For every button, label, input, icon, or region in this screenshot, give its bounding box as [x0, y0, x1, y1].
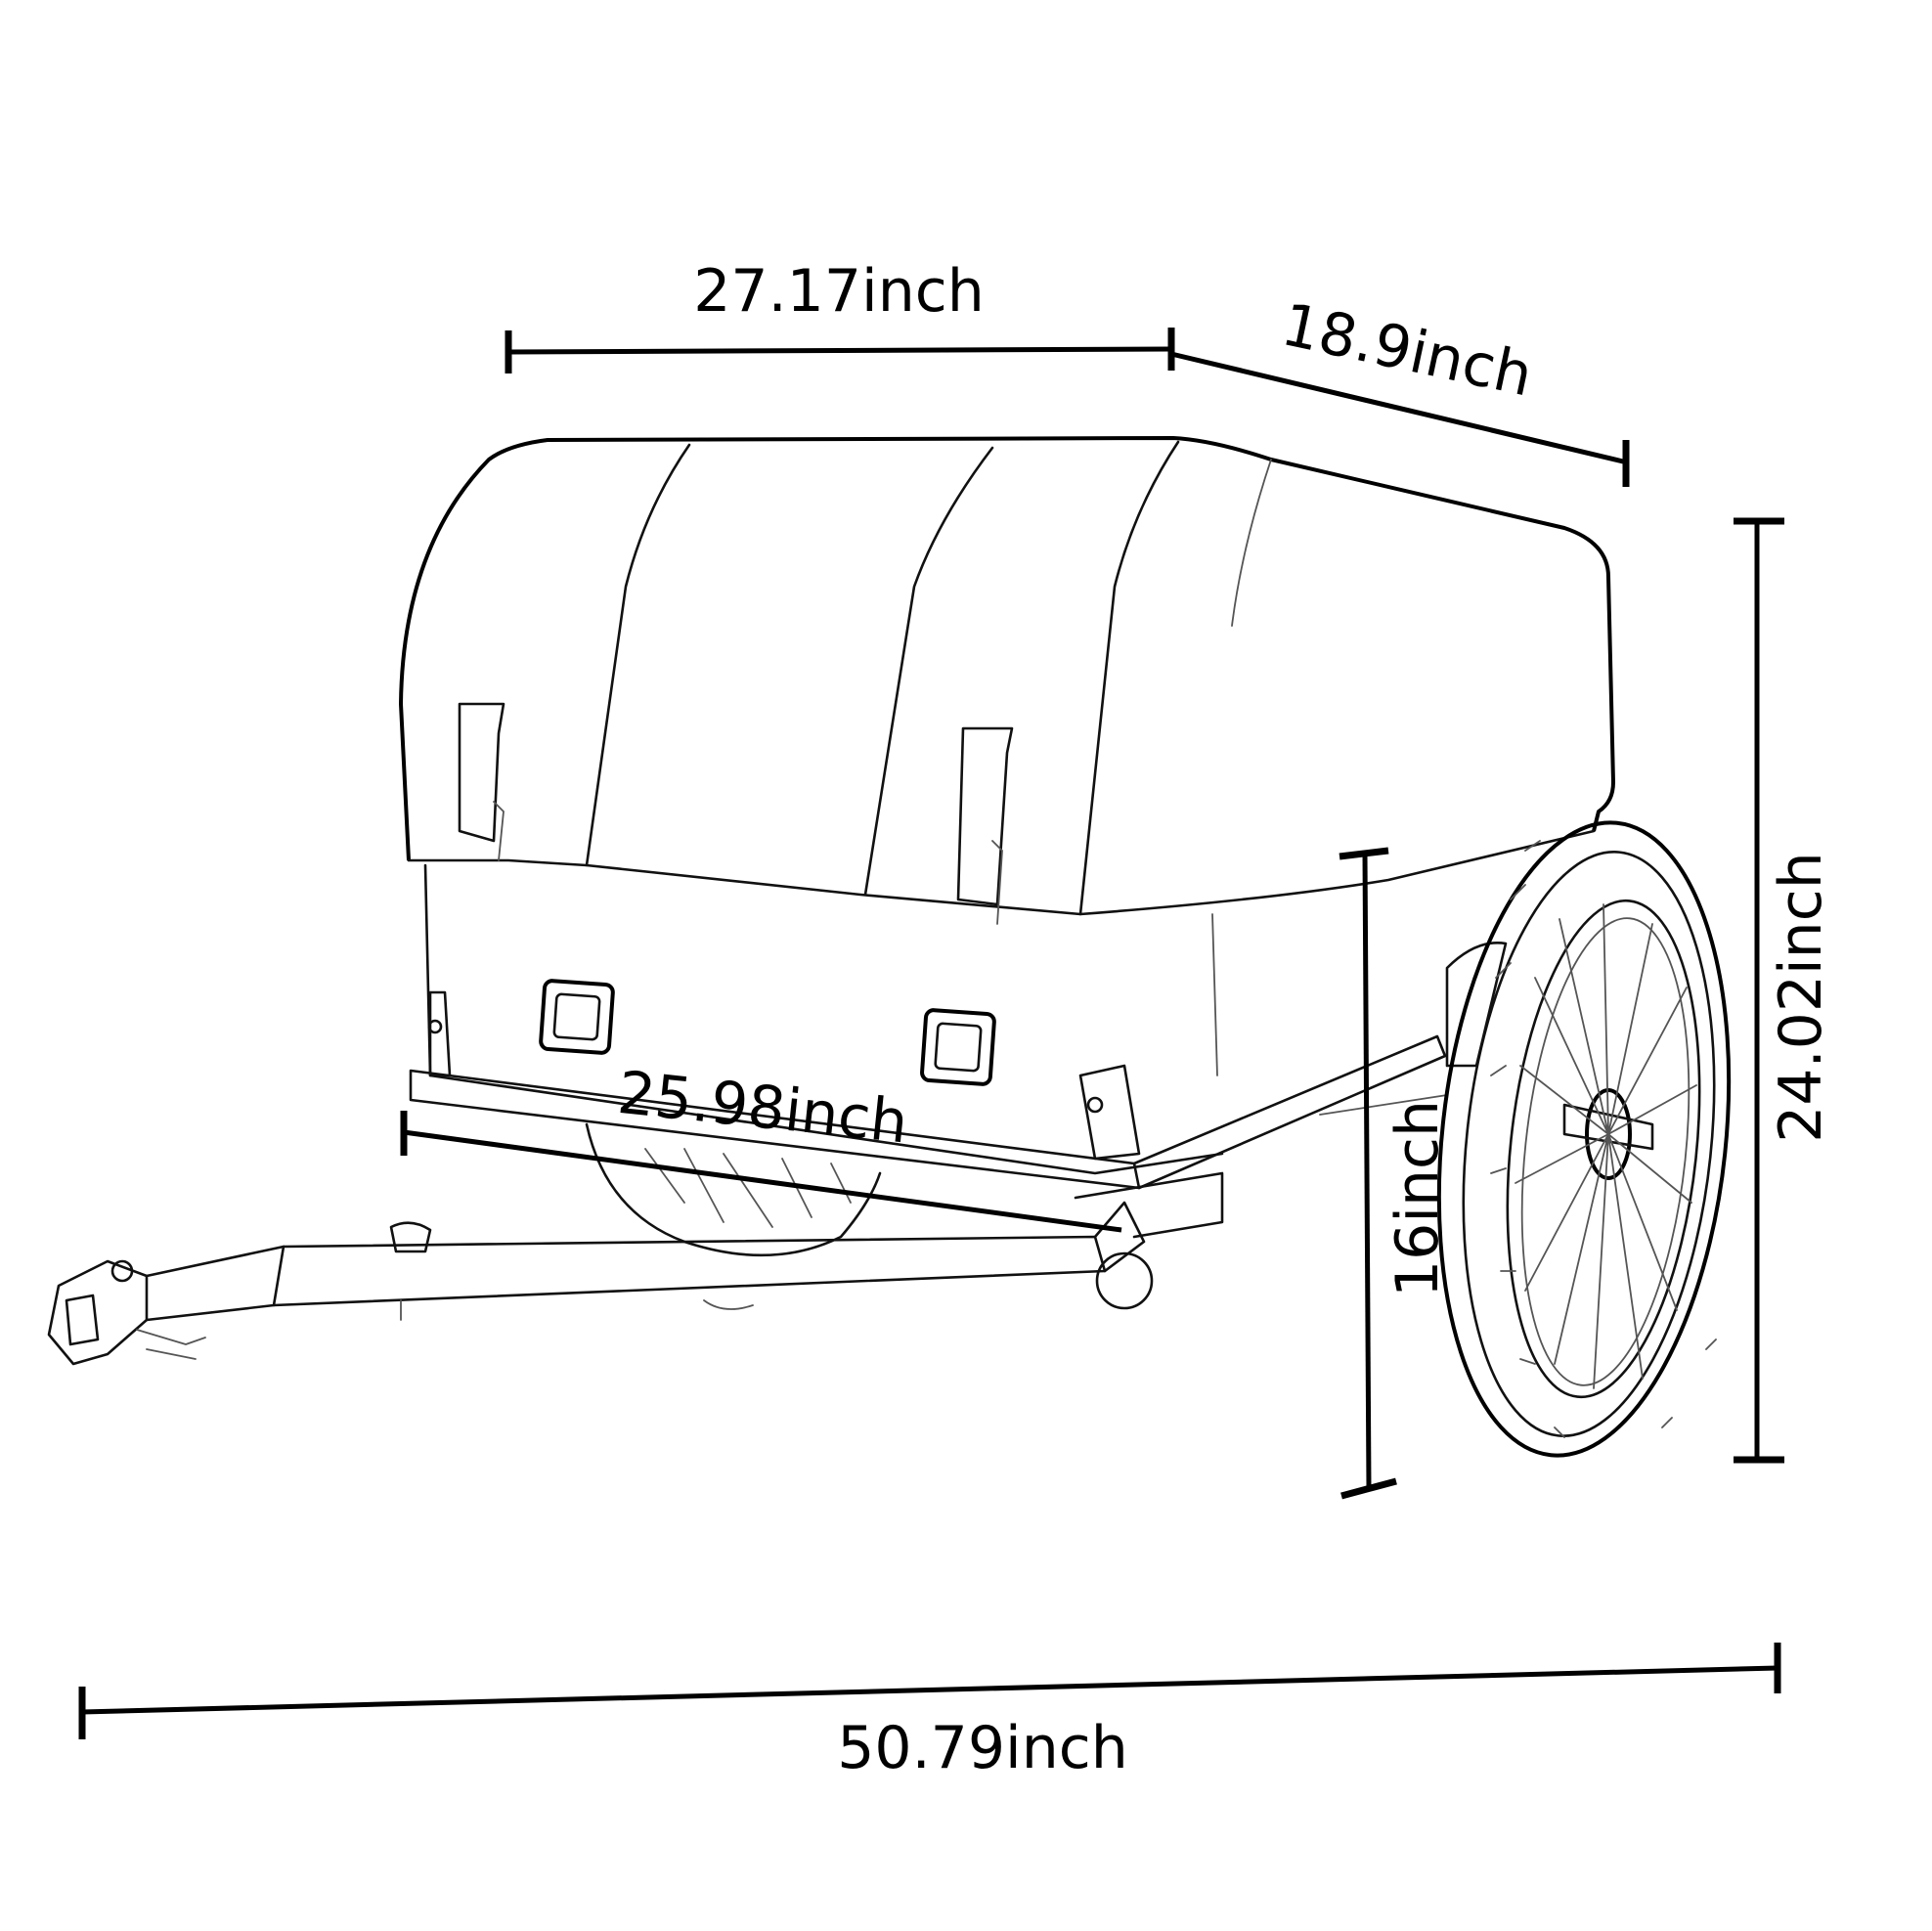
- trailer-illustration: [47, 436, 1732, 1458]
- top-width-label: 27.17inch: [693, 257, 984, 326]
- cargo-cover: [399, 436, 1615, 916]
- cover-straps: [458, 702, 1014, 925]
- wheel-height-dimension: [1339, 847, 1397, 1500]
- trailer-wheel: [1436, 820, 1732, 1458]
- wheel-height-label: 16inch: [1383, 1100, 1452, 1297]
- overall-length-label: 50.79inch: [837, 1714, 1127, 1782]
- overall-height-dimension: [1734, 517, 1784, 1464]
- hidden-wheel: [585, 1122, 882, 1257]
- overall-length-dimension: [78, 1643, 1781, 1739]
- trailer-frame: [409, 942, 1508, 1239]
- overall-height-label: 24.02inch: [1767, 852, 1835, 1142]
- bed-length-dimension: [400, 1111, 1122, 1233]
- dimension-lines: [78, 328, 1784, 1739]
- dimension-labels: 27.17inch 18.9inch 24.02inch 16inch 25.9…: [615, 257, 1835, 1782]
- cargo-box-body: [423, 863, 1224, 1175]
- tow-arm: [47, 1201, 1154, 1366]
- depth-label: 18.9inch: [1276, 290, 1538, 410]
- depth-dimension: [1170, 351, 1630, 487]
- top-width-dimension: [505, 328, 1175, 373]
